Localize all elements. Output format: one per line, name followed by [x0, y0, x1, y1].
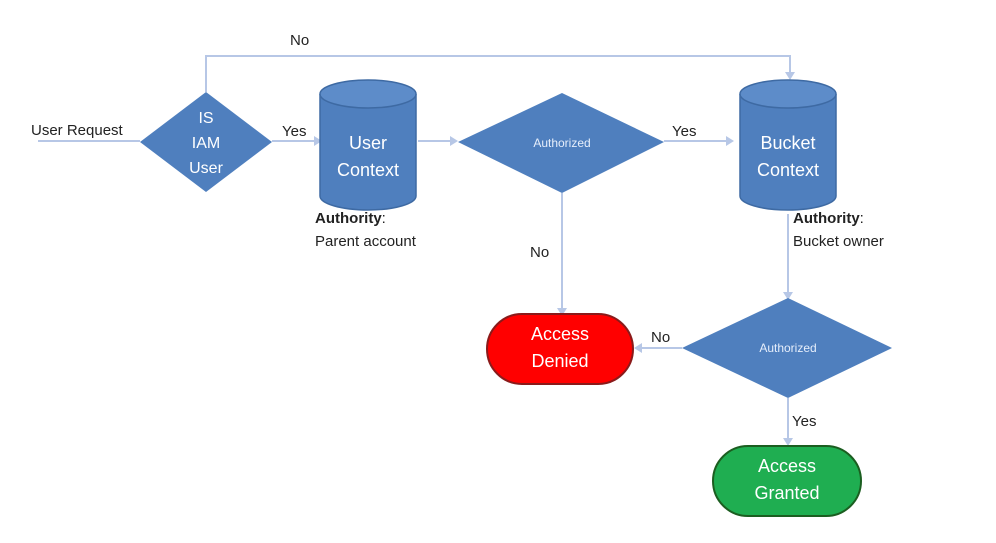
authorized-diamond-1 — [458, 93, 664, 193]
bucket-authority-line-1: Authority: — [793, 210, 864, 227]
edge-labels: User Request No Yes Yes No No Yes — [31, 32, 816, 430]
access-denied-shape — [486, 313, 634, 385]
bucket-authority-suffix: : — [860, 210, 864, 227]
authorized-decision-2: Authorized — [682, 298, 892, 398]
connectors — [38, 55, 795, 446]
user-authority-value: Parent account — [315, 233, 417, 250]
authorized-decision-1: Authorized — [458, 93, 664, 193]
is-iam-user-line-2: IAM — [192, 135, 220, 152]
access-denied-line-2: Denied — [531, 351, 588, 371]
user-context-line-2: Context — [337, 160, 399, 180]
label-yes-first: Yes — [282, 123, 306, 140]
authorized-diamond-2 — [682, 298, 892, 398]
access-denied-terminal: Access Denied — [486, 313, 634, 385]
label-user-request: User Request — [31, 122, 124, 139]
access-granted-line-1: Access — [758, 456, 816, 476]
label-no-top: No — [290, 32, 309, 49]
user-authority-suffix: : — [382, 210, 386, 227]
label-no-middle: No — [530, 244, 549, 261]
is-iam-user-line-3: User — [189, 160, 223, 177]
label-yes-bottom: Yes — [792, 413, 816, 430]
user-context-cylinder-top — [319, 79, 417, 109]
bucket-context-line-2: Context — [757, 160, 819, 180]
arrowhead-yes-to-user-context — [314, 136, 322, 146]
access-granted-terminal: Access Granted — [712, 445, 862, 517]
is-iam-user-decision: IS IAM User — [140, 92, 272, 192]
bucket-context-line-1: Bucket — [760, 133, 815, 153]
is-iam-user-diamond — [140, 92, 272, 192]
arrowhead-authorized-2-no — [634, 343, 642, 353]
label-yes-second: Yes — [672, 123, 696, 140]
authorized-label-1: Authorized — [533, 136, 590, 150]
user-authority-annotation: Authority: Parent account — [315, 210, 417, 250]
authorized-label-2: Authorized — [759, 341, 816, 355]
bucket-authority-title: Authority — [793, 210, 860, 227]
label-no-bottom: No — [651, 329, 670, 346]
access-denied-line-1: Access — [531, 324, 589, 344]
arrowhead-authorized-1-no — [557, 308, 567, 316]
user-context-line-1: User — [349, 133, 387, 153]
arrowhead-authorized-2-yes — [783, 438, 793, 446]
bucket-context-cylinder-top — [739, 79, 837, 109]
user-authority-title: Authority — [315, 210, 382, 227]
arrowhead-bucket-context-to-authorized-2 — [783, 292, 793, 300]
bucket-context-store: Bucket Context — [739, 79, 837, 211]
bucket-authority-value: Bucket owner — [793, 233, 884, 250]
is-iam-user-line-1: IS — [198, 110, 213, 127]
user-context-store: User Context — [319, 79, 417, 211]
user-authority-line-1: Authority: — [315, 210, 386, 227]
connector-top-no-path — [205, 55, 791, 92]
access-granted-line-2: Granted — [754, 483, 819, 503]
user-context-cylinder-body — [319, 94, 417, 211]
arrowhead-authorized-1-yes — [726, 136, 734, 146]
access-granted-shape — [712, 445, 862, 517]
bucket-context-cylinder-body — [739, 94, 837, 211]
arrowhead-top-no — [785, 72, 795, 80]
bucket-authority-annotation: Authority: Bucket owner — [793, 210, 884, 250]
arrowhead-user-context-to-authorized-1 — [450, 136, 458, 146]
